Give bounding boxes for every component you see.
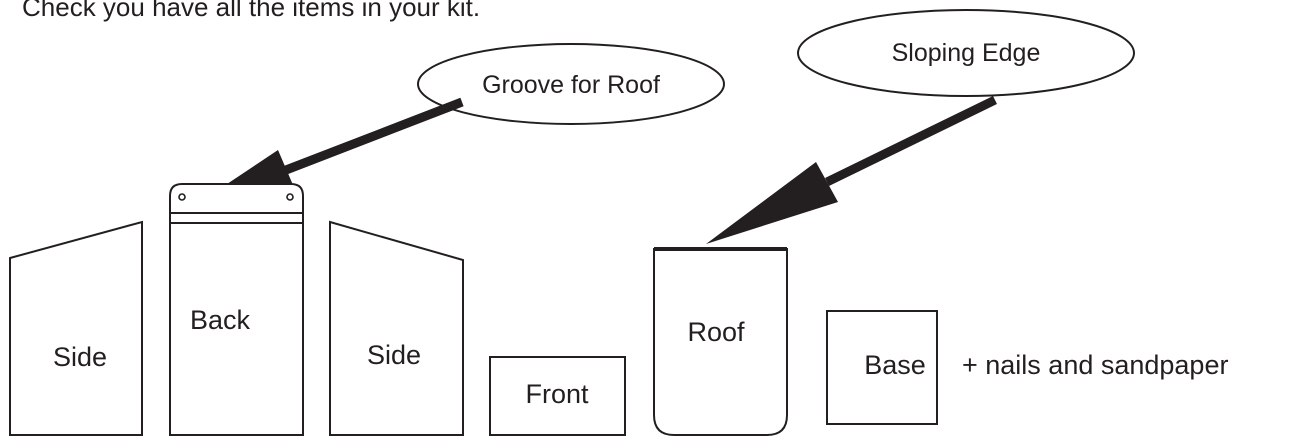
sloping-callout: Sloping Edge [797,9,1135,97]
back-hole [178,193,186,201]
side-right-label: Side [367,340,421,370]
base-label: Base [864,350,926,380]
extras-text: + nails and sandpaper [962,350,1228,380]
groove-arrow-shaft [284,97,464,175]
base-outline [826,310,938,425]
roof-outline [653,248,788,436]
back-outline [169,183,304,436]
back-label: Back [190,305,251,335]
sloping-callout-label: Sloping Edge [892,39,1041,67]
side-right-outline [329,220,464,436]
side-left-label: Side [53,342,107,372]
piece-front: Front [489,356,626,436]
piece-base: Base [826,310,938,425]
groove-callout-label: Groove for Roof [482,71,660,99]
groove-callout: Groove for Roof [417,43,725,125]
sloping-arrow-shaft [825,95,997,187]
piece-side-right: Side [329,220,464,436]
sloping-callout-bubble [797,9,1135,97]
sloping-arrow [706,95,997,244]
piece-back: Back [169,183,304,436]
front-label: Front [525,379,589,409]
piece-side-left: Side [9,220,143,436]
groove-callout-bubble [417,43,725,125]
side-left-outline [9,220,143,436]
piece-roof: Roof [653,247,788,436]
sloping-arrow-head [706,162,838,244]
front-outline [489,356,626,436]
back-hole [286,193,294,201]
instruction-text: Check you have all the items in your kit… [22,0,480,22]
roof-label: Roof [687,317,745,347]
